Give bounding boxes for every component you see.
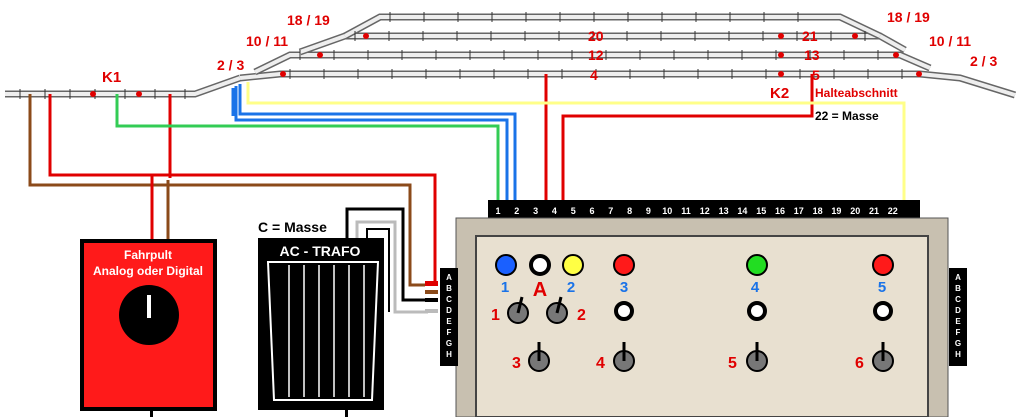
label-halteabschnitt: Halteabschnitt	[815, 86, 898, 100]
switch-label-1: 1	[491, 307, 500, 324]
terminal-7: 7	[608, 206, 613, 216]
switch-label-2: 2	[577, 307, 586, 324]
controller-line1: Fahrpult	[124, 248, 172, 262]
led-label-2: 2	[567, 279, 575, 296]
track-labels: K1 K2 2 / 3 10 / 11 18 / 19 18 / 19 10 /…	[102, 9, 997, 123]
terminal-13: 13	[719, 206, 729, 216]
track-plan	[5, 12, 1017, 99]
socket-4	[747, 301, 767, 321]
wires	[28, 74, 906, 314]
label-sw-10-11-left: 10 / 11	[246, 33, 288, 49]
isolation-marks	[90, 33, 922, 97]
switch-label-5: 5	[728, 355, 737, 372]
terminal-12: 12	[700, 206, 710, 216]
common-label: A	[533, 279, 547, 301]
socket-3	[614, 301, 634, 321]
label-track-21: 21	[802, 28, 818, 44]
terminal-3: 3	[533, 206, 538, 216]
trafo-masse-label: C = Masse	[258, 219, 327, 235]
terminal-9: 9	[646, 206, 651, 216]
side-letter-f: F	[956, 328, 961, 337]
switch-label-4: 4	[596, 355, 605, 372]
side-letter-g: G	[446, 339, 452, 348]
label-sw-18-19-right: 18 / 19	[887, 9, 930, 25]
switch-2[interactable]	[546, 296, 568, 324]
controller-line2: Analog oder Digital	[93, 264, 203, 278]
terminal-10: 10	[662, 206, 672, 216]
common-socket	[529, 254, 551, 276]
terminal-strip-right	[949, 268, 967, 366]
label-sw-10-11-right: 10 / 11	[929, 33, 971, 49]
terminal-8: 8	[627, 206, 632, 216]
led-label-4: 4	[751, 279, 760, 296]
terminal-strip-top	[488, 200, 920, 220]
label-track-20: 20	[588, 28, 604, 44]
side-letter-b: B	[446, 284, 452, 293]
switch-1[interactable]	[507, 296, 529, 324]
led-2	[562, 254, 584, 276]
terminal-14: 14	[737, 206, 747, 216]
socket-5	[873, 301, 893, 321]
terminal-2: 2	[514, 206, 519, 216]
terminal-22: 22	[888, 206, 898, 216]
led-1	[495, 254, 517, 276]
switch-6[interactable]	[872, 342, 894, 372]
label-k2: K2	[770, 85, 789, 102]
terminal-1: 1	[495, 206, 500, 216]
label-track-13: 13	[804, 47, 820, 63]
terminal-20: 20	[850, 206, 860, 216]
label-k1: K1	[102, 69, 121, 86]
led-label-5: 5	[878, 279, 886, 296]
label-sw-18-19-left: 18 / 19	[287, 12, 330, 28]
label-sw-2-3-left: 2 / 3	[217, 57, 244, 73]
side-letter-d: D	[446, 306, 452, 315]
switch-label-3: 3	[512, 355, 521, 372]
led-3	[613, 254, 635, 276]
terminal-18: 18	[813, 206, 823, 216]
label-track-5: 5	[812, 67, 820, 83]
terminal-17: 17	[794, 206, 804, 216]
switch-label-6: 6	[855, 355, 864, 372]
side-letter-h: H	[955, 350, 961, 359]
switch-3[interactable]	[528, 342, 550, 372]
terminal-11: 11	[681, 206, 691, 216]
side-letter-h: H	[446, 350, 452, 359]
led-label-1: 1	[501, 279, 509, 296]
ac-trafo: C = Masse AC - TRAFO	[258, 219, 384, 417]
side-letter-c: C	[446, 295, 452, 304]
side-letter-c: C	[955, 295, 961, 304]
led-4	[746, 254, 768, 276]
switch-4[interactable]	[613, 342, 635, 372]
controller: Fahrpult Analog oder Digital	[80, 239, 217, 417]
switch-5[interactable]	[746, 342, 768, 372]
trafo-title: AC - TRAFO	[280, 243, 361, 259]
led-label-3: 3	[620, 279, 628, 296]
terminal-strip-left	[440, 268, 458, 366]
terminal-5: 5	[571, 206, 576, 216]
side-letter-b: B	[955, 284, 961, 293]
terminal-19: 19	[831, 206, 841, 216]
side-letter-e: E	[446, 317, 452, 326]
label-track-4: 4	[590, 67, 598, 83]
side-letter-e: E	[955, 317, 961, 326]
label-track-12: 12	[588, 47, 604, 63]
side-letter-a: A	[955, 273, 961, 282]
terminal-4: 4	[552, 206, 557, 216]
side-letter-d: D	[955, 306, 961, 315]
terminal-6: 6	[589, 206, 594, 216]
terminal-21: 21	[869, 206, 879, 216]
label-sw-2-3-right: 2 / 3	[970, 53, 997, 69]
terminal-16: 16	[775, 206, 785, 216]
side-letter-g: G	[955, 339, 961, 348]
label-masse-22: 22 = Masse	[815, 109, 879, 123]
side-letter-a: A	[446, 273, 452, 282]
led-5	[872, 254, 894, 276]
terminal-15: 15	[756, 206, 766, 216]
side-letter-f: F	[447, 328, 452, 337]
